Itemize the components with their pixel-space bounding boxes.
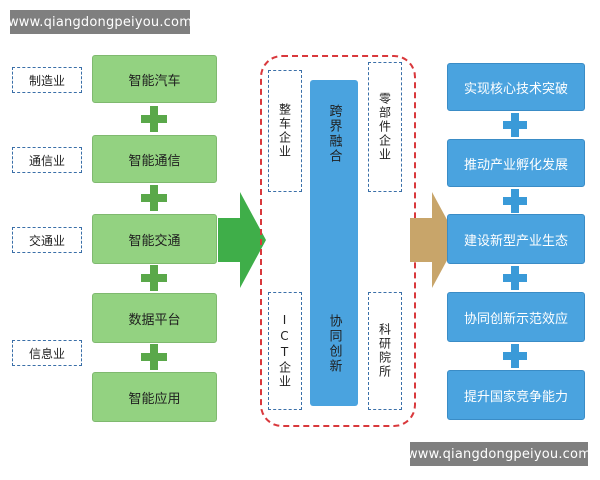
plus-icon-green-2 xyxy=(141,185,167,211)
app-box-data-platform: 数据平台 xyxy=(92,293,217,343)
watermark-bottom: www.qiangdongpeiyou.com xyxy=(407,442,591,466)
app-box-smart-communication: 智能通信 xyxy=(92,135,217,183)
research-institute-box: 科研院所 xyxy=(368,292,402,410)
outcome-box-industry-ecology: 建设新型产业生态 xyxy=(447,214,585,264)
app-box-smart-application: 智能应用 xyxy=(92,372,217,422)
parts-enterprise-box: 零部件企业 xyxy=(368,62,402,192)
arrow-right-icon-tan xyxy=(410,192,458,288)
plus-icon-blue-4 xyxy=(503,344,527,368)
outcome-box-demonstration-effect: 协同创新示范效应 xyxy=(447,292,585,342)
cross-integration-label: 跨界融合 xyxy=(326,104,342,164)
vehicle-enterprise-box: 整车企业 xyxy=(268,70,302,192)
plus-icon-blue-1 xyxy=(503,113,527,137)
plus-icon-green-4 xyxy=(141,344,167,370)
plus-icon-blue-3 xyxy=(503,266,527,290)
collaborative-innovation-label: 协同创新 xyxy=(326,314,342,374)
industry-label-transportation: 交通业 xyxy=(12,227,82,253)
industry-label-manufacturing: 制造业 xyxy=(12,67,82,93)
arrow-right-icon-green xyxy=(218,192,266,288)
industry-label-communication: 通信业 xyxy=(12,147,82,173)
outcome-box-industry-incubation: 推动产业孵化发展 xyxy=(447,139,585,187)
app-box-smart-car: 智能汽车 xyxy=(92,55,217,103)
outcome-box-core-tech: 实现核心技术突破 xyxy=(447,63,585,111)
center-integration-column: 跨界融合 协同创新 xyxy=(310,80,358,406)
industry-label-information: 信息业 xyxy=(12,340,82,366)
plus-icon-green-1 xyxy=(141,106,167,132)
plus-icon-blue-2 xyxy=(503,189,527,213)
app-box-smart-transportation: 智能交通 xyxy=(92,214,217,264)
outcome-box-national-competitiveness: 提升国家竞争能力 xyxy=(447,370,585,420)
ict-enterprise-box: ICT企业 xyxy=(268,292,302,410)
plus-icon-green-3 xyxy=(141,265,167,291)
watermark-top: www.qiangdongpeiyou.com xyxy=(8,10,192,34)
